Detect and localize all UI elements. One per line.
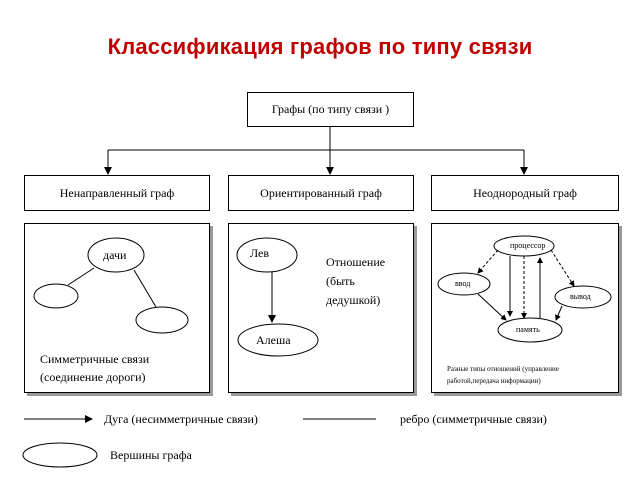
vertex-io — [437, 272, 491, 296]
legend-arc-label: Дуга (несимметричные связи) — [104, 412, 258, 426]
vertex-dachi — [87, 237, 145, 273]
heterogeneous-caption-2: работой,передача информации) — [447, 377, 541, 385]
root-box: Графы (по типу связи ) — [247, 92, 414, 127]
vertex-output-label: вывод — [570, 292, 591, 301]
legend-edge-label: ребро (симметричные связи) — [400, 412, 547, 426]
category-undirected: Ненаправленный граф — [24, 175, 210, 211]
vertex-alesha-label: Алеша — [256, 333, 291, 347]
vertex-memory — [497, 317, 563, 343]
category-heterogeneous: Неоднородный граф — [431, 175, 619, 211]
legend-vertices-label: Вершины графа — [110, 448, 192, 462]
arc-io-memory — [477, 293, 507, 321]
vertex-lev — [236, 237, 298, 273]
heterogeneous-caption-1: Разные типы отношений (управление — [447, 365, 559, 373]
relation-line-3: дедушкой) — [326, 293, 381, 307]
vertex-io-label: ввод — [455, 279, 471, 288]
arc-processor-output — [550, 249, 575, 287]
arc-processor-io — [477, 249, 499, 274]
vertex-lev-label: Лев — [250, 246, 270, 260]
undirected-caption-2: (соединение дороги) — [40, 370, 146, 384]
edge-dachi-right — [133, 269, 157, 308]
legend-vertex-ellipse — [22, 442, 98, 468]
vertex-processor-label: процессор — [510, 241, 546, 250]
page-title: Классификация графов по типу связи — [107, 34, 533, 59]
edge-dachi-left — [67, 267, 95, 286]
undirected-caption-1: Симметричные связи — [40, 352, 150, 366]
vertex-left — [33, 283, 79, 309]
relation-line-1: Отношение — [326, 255, 386, 269]
relation-line-2: (быть — [326, 274, 355, 288]
category-directed: Ориентированный граф — [228, 175, 414, 211]
vertex-output — [554, 285, 612, 309]
vertex-dachi-label: дачи — [103, 248, 127, 262]
arc-memory-output — [555, 305, 563, 321]
vertex-right — [135, 306, 189, 334]
vertex-alesha — [237, 323, 319, 357]
vertex-memory-label: память — [516, 325, 540, 334]
